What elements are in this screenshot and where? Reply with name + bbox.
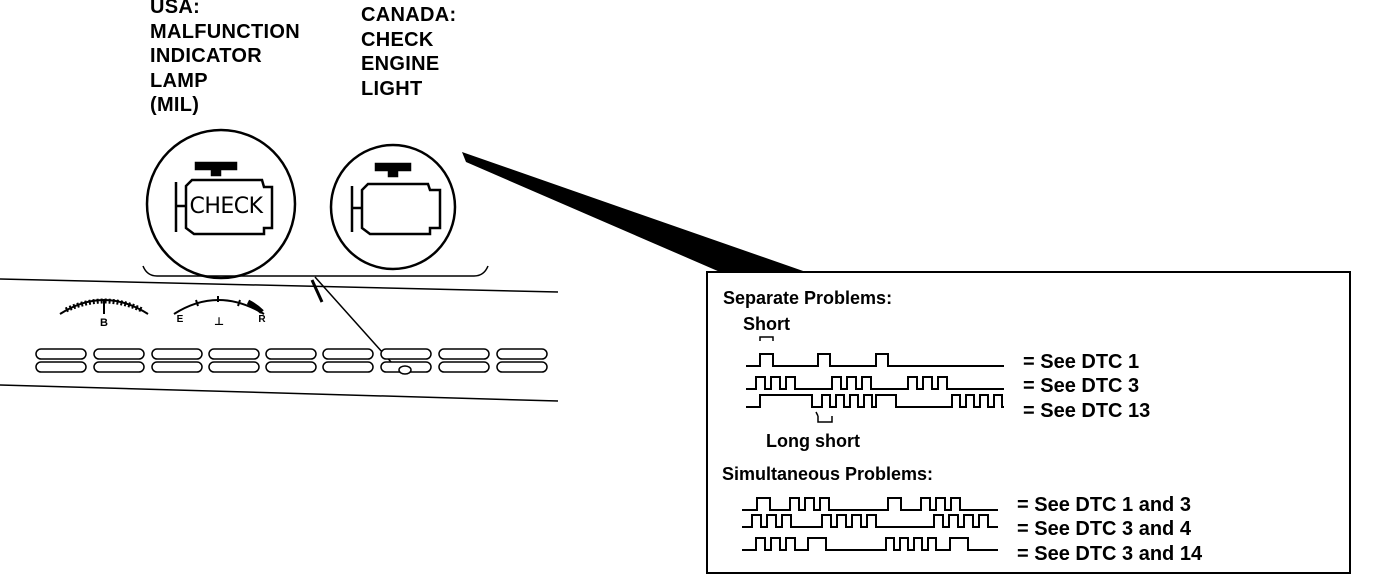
short-pulse-marker <box>759 336 774 341</box>
engine-icon <box>350 162 442 236</box>
fuel-gauge: E ⊥ R <box>173 296 266 328</box>
blink-waveform <box>746 394 1004 408</box>
lamp-check-text: CHECK <box>189 194 263 219</box>
warning-light-slot <box>265 348 317 360</box>
warning-light-slot <box>496 361 548 373</box>
usa-label-line: MALFUNCTION <box>150 20 300 43</box>
warning-light-slot <box>35 361 87 373</box>
separate-problems-title: Separate Problems: <box>723 288 892 308</box>
usa-label-line: INDICATOR <box>150 45 262 67</box>
lamp-bracket <box>142 265 489 277</box>
blink-waveforms <box>742 353 1004 551</box>
pointer-line <box>310 279 324 303</box>
warning-light-slots <box>35 348 548 375</box>
code-meaning: = See DTC 1 <box>1023 351 1139 373</box>
gauge-full-label: R <box>258 314 266 325</box>
gauge-mid-label: ⊥ <box>214 316 224 328</box>
usa-check-lamp: CHECK <box>145 128 297 280</box>
canada-label-line: ENGINE <box>361 53 440 75</box>
short-label: Short <box>743 314 790 334</box>
warning-light-slot <box>322 361 374 373</box>
blink-waveform <box>746 376 1004 390</box>
code-meaning: = See DTC 3 and 14 <box>1017 543 1203 565</box>
code-meaning: = See DTC 3 <box>1023 375 1139 397</box>
warning-light-slot <box>380 348 432 360</box>
gauge-label: B <box>100 317 108 329</box>
warning-light-slot <box>496 348 548 360</box>
warning-light-slot <box>93 348 145 360</box>
warning-light-slot <box>151 348 203 360</box>
gauge-empty-label: E <box>177 314 184 325</box>
warning-light-slot <box>93 361 145 373</box>
long-short-marker <box>815 411 833 423</box>
warning-light-slot <box>208 361 260 373</box>
check-engine-lamp-position <box>398 365 412 375</box>
code-meaning: = See DTC 3 and 4 <box>1017 518 1192 540</box>
usa-lamp-label: USA: MALFUNCTION INDICATOR LAMP (MIL) <box>150 0 300 118</box>
usa-label-line: USA: <box>150 0 201 18</box>
callout-wedge <box>462 152 806 272</box>
usa-label-line: (MIL) <box>150 94 200 116</box>
code-explanation-box <box>706 271 1351 574</box>
warning-light-slot <box>208 348 260 360</box>
blink-waveform <box>742 537 998 551</box>
code-meaning: = See DTC 1 and 3 <box>1017 494 1191 516</box>
canada-label-line: LIGHT <box>361 77 423 100</box>
canada-lamp-label: CANADA: CHECK ENGINE LIGHT <box>361 3 456 101</box>
blink-waveform <box>742 514 998 528</box>
warning-light-slot <box>151 361 203 373</box>
engine-icon <box>174 161 274 236</box>
blink-waveform <box>742 497 998 511</box>
usa-lamp-ring <box>145 128 297 280</box>
canada-label-line: CHECK <box>361 28 434 51</box>
canada-label-line: CANADA: <box>361 4 457 26</box>
usa-label-line: LAMP <box>150 69 208 92</box>
canada-lamp-ring <box>329 143 457 271</box>
blink-waveform <box>746 353 1004 367</box>
warning-light-slot <box>322 348 374 360</box>
simultaneous-problems-title: Simultaneous Problems: <box>722 464 933 484</box>
warning-light-slot <box>438 348 490 360</box>
instrument-panel <box>0 278 559 402</box>
warning-light-slot <box>265 361 317 373</box>
warning-light-slot <box>438 361 490 373</box>
canada-engine-lamp <box>329 143 457 271</box>
warning-light-slot <box>35 348 87 360</box>
temperature-gauge: B <box>59 298 149 329</box>
long-short-label: Long short <box>766 431 860 451</box>
code-meaning: = See DTC 13 <box>1023 400 1150 422</box>
